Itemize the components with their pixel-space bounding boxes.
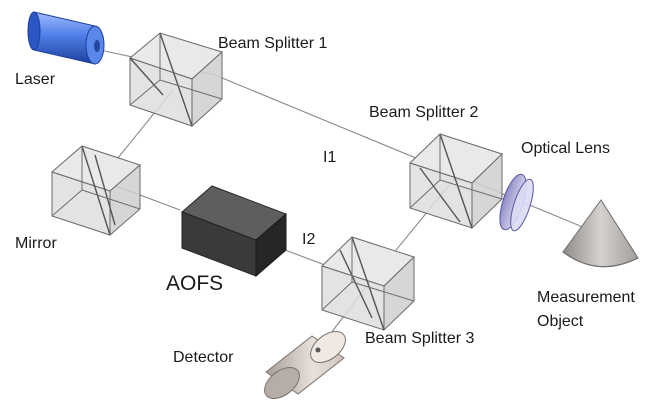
detector-cylinder (264, 330, 346, 400)
laser-label: Laser (15, 71, 56, 88)
beam-splitter-1-cube (128, 32, 223, 128)
measurement-object-label-line2: Object (537, 313, 584, 330)
optical-lens (499, 173, 534, 232)
beam-splitter-3-label: Beam Splitter 3 (365, 330, 474, 347)
i2-label: I2 (302, 231, 315, 248)
mirror-label: Mirror (15, 235, 57, 252)
mirror-cube (51, 145, 141, 237)
beam-splitter-3-cube (321, 236, 415, 332)
optical-lens-label: Optical Lens (521, 140, 610, 157)
aofs-block (181, 185, 287, 278)
i1-label: I1 (323, 149, 336, 166)
beam-splitter-2-label: Beam Splitter 2 (369, 104, 478, 121)
aofs-label: AOFS (166, 272, 223, 295)
beam-splitter-1-label: Beam Splitter 1 (218, 35, 327, 52)
laser (27, 11, 105, 65)
measurement-object-cone (562, 199, 639, 268)
beam-splitter-2-cube (409, 133, 503, 230)
detector-label: Detector (173, 349, 234, 366)
measurement-object-label-line1: Measurement (537, 289, 635, 306)
